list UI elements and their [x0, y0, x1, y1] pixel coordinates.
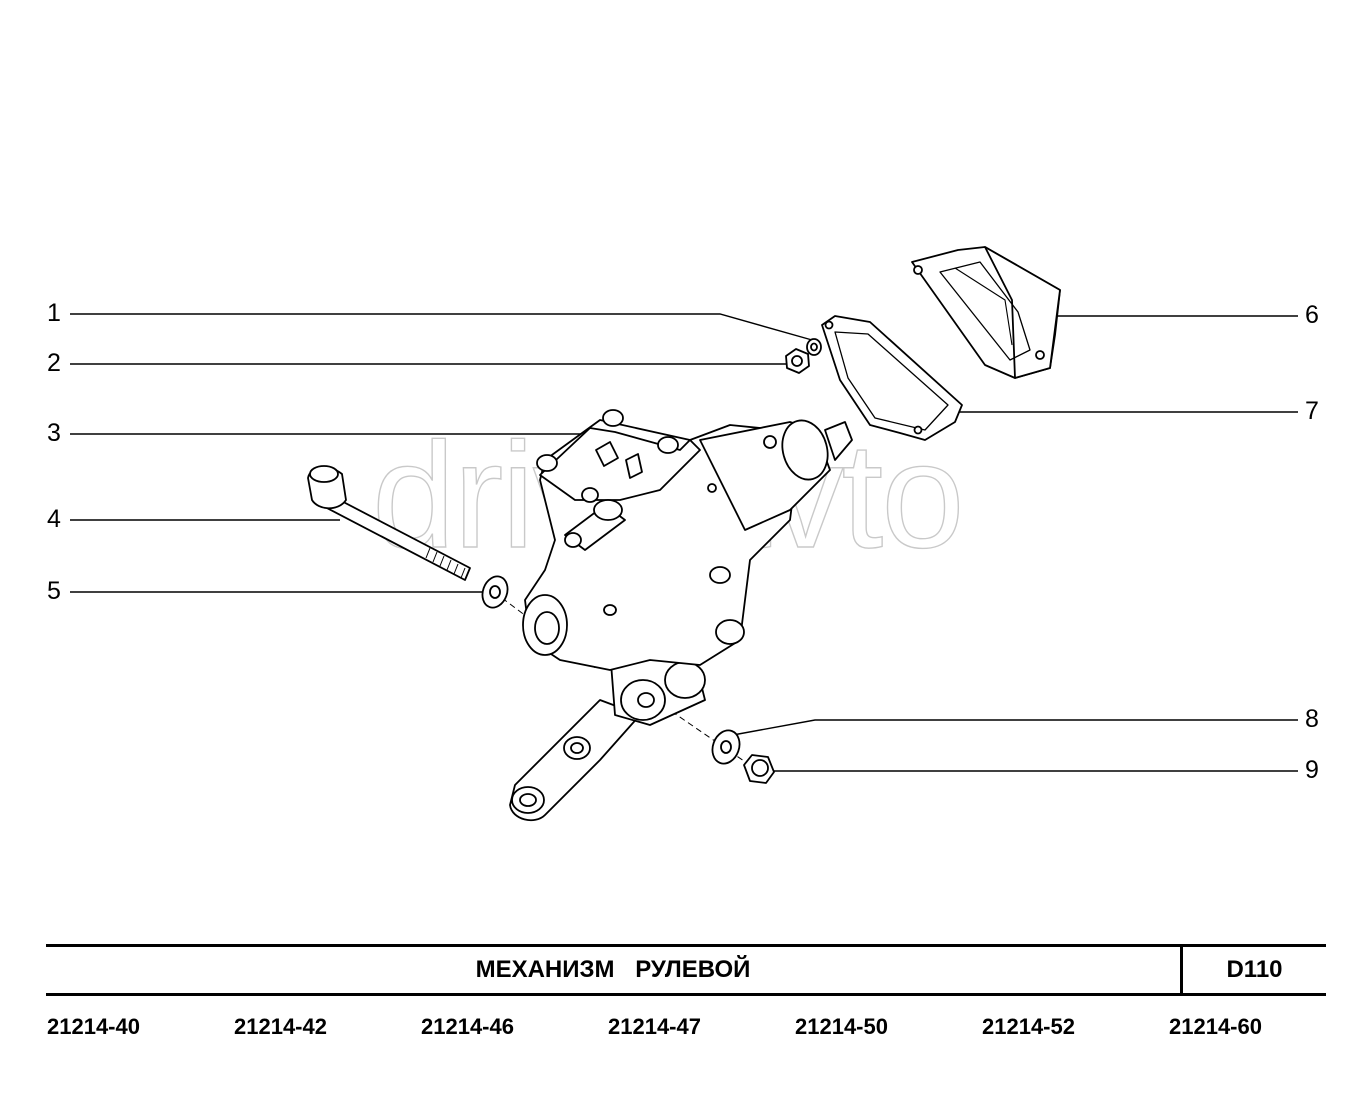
callout-number-7: 7 — [1305, 397, 1319, 425]
title-divider — [1180, 947, 1183, 993]
model-number: 21214-47 — [608, 1014, 701, 1039]
washer-8-part — [711, 729, 741, 765]
gasket-part — [821, 315, 963, 441]
leader-line-8 — [732, 719, 1298, 736]
callout-number-5: 5 — [47, 577, 61, 605]
model-number: 21214-52 — [982, 1014, 1075, 1039]
callout-number-2: 2 — [47, 349, 61, 377]
callout-number-3: 3 — [47, 419, 61, 447]
model-number: 21214-46 — [421, 1014, 514, 1039]
leader-lines — [70, 313, 1298, 772]
nut-9-part — [743, 754, 775, 784]
callout-number-9: 9 — [1305, 756, 1319, 784]
leader-line-1 — [70, 313, 813, 341]
callout-number-1: 1 — [47, 299, 61, 327]
model-number: 21214-40 — [47, 1014, 140, 1039]
model-number: 21214-60 — [1169, 1014, 1262, 1039]
bolt-4-part — [307, 465, 471, 581]
washer-1-part — [806, 338, 822, 356]
page-title: МЕХАНИЗМ РУЛЕВОЙ — [475, 956, 751, 983]
nut-2-part — [785, 348, 810, 374]
section-code: D110 — [1226, 956, 1283, 983]
callout-number-4: 4 — [47, 505, 61, 533]
washer-5-part — [481, 575, 509, 609]
steering-gear-housing — [509, 409, 853, 822]
model-number: 21214-50 — [795, 1014, 888, 1039]
model-number: 21214-42 — [234, 1014, 327, 1039]
callout-number-8: 8 — [1305, 705, 1319, 733]
boot-cover-part — [911, 246, 1061, 379]
callout-number-6: 6 — [1305, 301, 1319, 329]
title-block: МЕХАНИЗМ РУЛЕВОЙ D110 — [46, 944, 1326, 996]
